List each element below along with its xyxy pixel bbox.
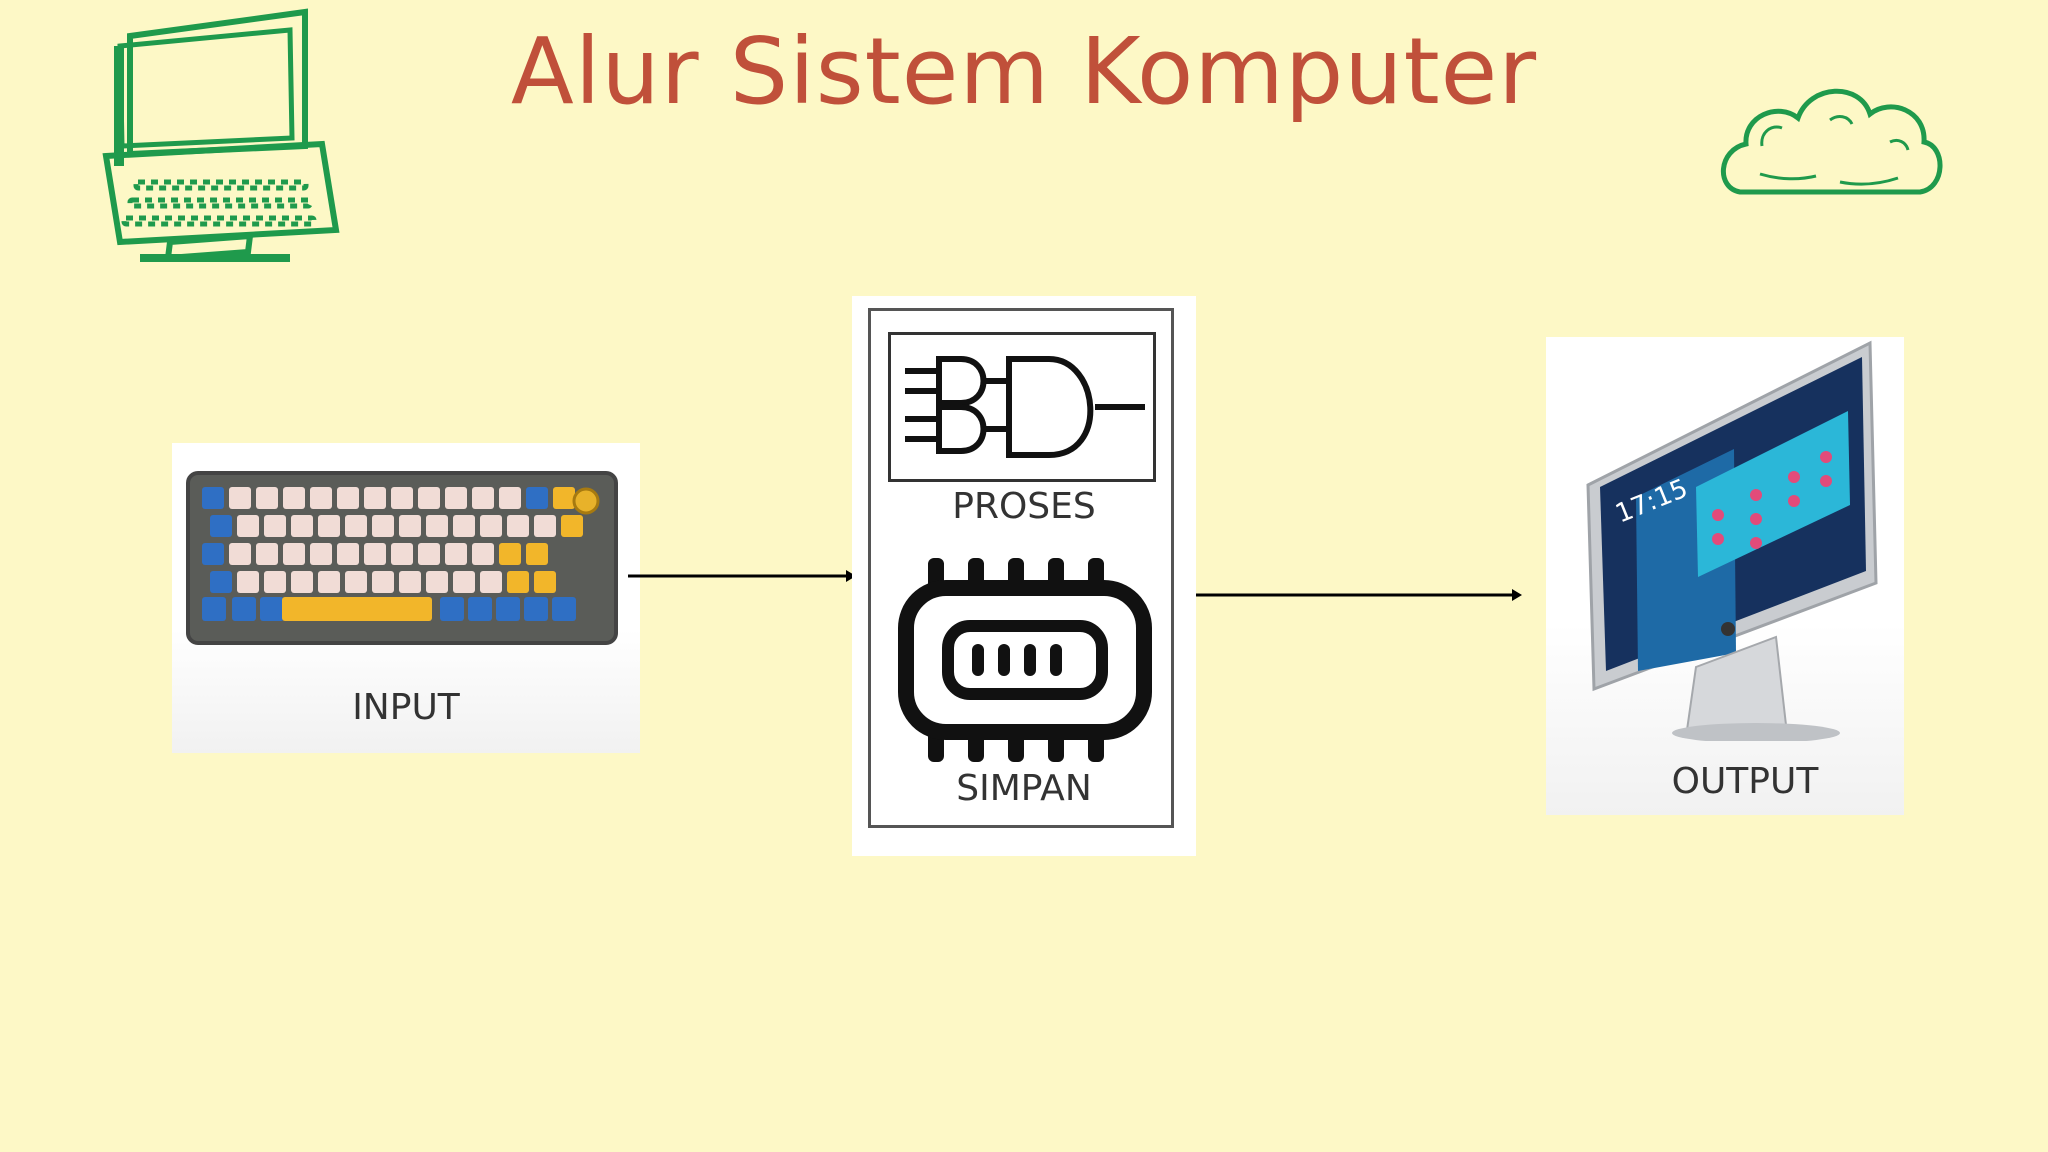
keycap [291,515,313,537]
keycap [507,515,529,537]
keycap [337,543,359,565]
keycap [337,487,359,509]
keycap [229,487,251,509]
laptop-icon [102,8,340,262]
keycap [210,571,232,593]
keycap [534,571,556,593]
keycap [372,571,394,593]
keycap [524,597,548,621]
keycap [291,571,313,593]
keycap [364,543,386,565]
keycap [426,515,448,537]
keycap [202,597,226,621]
keycap [453,571,475,593]
arrow-process-to-output [1196,589,1522,601]
keycap [264,571,286,593]
keycap [256,543,278,565]
keycap [202,543,224,565]
keycap [283,487,305,509]
keycap [553,487,575,509]
keycap [507,571,529,593]
keycap [472,543,494,565]
keycap [364,487,386,509]
keycap [453,515,475,537]
logic-gate-icon [905,356,1145,458]
output-node: 17:15 OUTPUT [1546,337,1904,815]
process-icon-box [888,332,1156,482]
keycap [499,543,521,565]
keycap [445,543,467,565]
keycap [399,515,421,537]
keycap [418,543,440,565]
keycap [391,487,413,509]
keycap [552,597,576,621]
keycap [264,515,286,537]
keycap [499,487,521,509]
keycap [472,487,494,509]
keycap [232,597,256,621]
keycap [237,571,259,593]
keycap [260,597,284,621]
keycap [391,543,413,565]
keycap [283,543,305,565]
keycap [345,515,367,537]
keycap [399,571,421,593]
keycap [468,597,492,621]
keycap [318,515,340,537]
storage-label: SIMPAN [956,768,1092,809]
input-node: INPUT [172,443,640,753]
keycap [480,571,502,593]
keycap [210,515,232,537]
input-label: INPUT [352,687,460,728]
page-title: Alur Sistem Komputer [510,18,1538,125]
keycap [256,487,278,509]
keycap [318,571,340,593]
keycap [426,571,448,593]
cloud-icon [1721,88,1943,195]
keycap [202,487,224,509]
process-storage-node: PROSES SIMPAN [852,296,1196,856]
process-frame [868,308,1174,828]
keycap [310,487,332,509]
monitor-icon: 17:15 [1586,340,1878,741]
arrow-input-to-process [628,570,856,582]
keycap [440,597,464,621]
keycap [534,515,556,537]
keycap [526,487,548,509]
process-label: PROSES [952,486,1096,527]
keycap [561,515,583,537]
keycap [372,515,394,537]
keyboard-icon [186,471,618,645]
keycap [445,487,467,509]
keycap [480,515,502,537]
keycap [229,543,251,565]
output-label: OUTPUT [1671,761,1819,802]
keycap [496,597,520,621]
keycap [237,515,259,537]
keycap [418,487,440,509]
memory-chip-icon [898,558,1152,762]
keycap [310,543,332,565]
keycap [526,543,548,565]
keycap [345,571,367,593]
